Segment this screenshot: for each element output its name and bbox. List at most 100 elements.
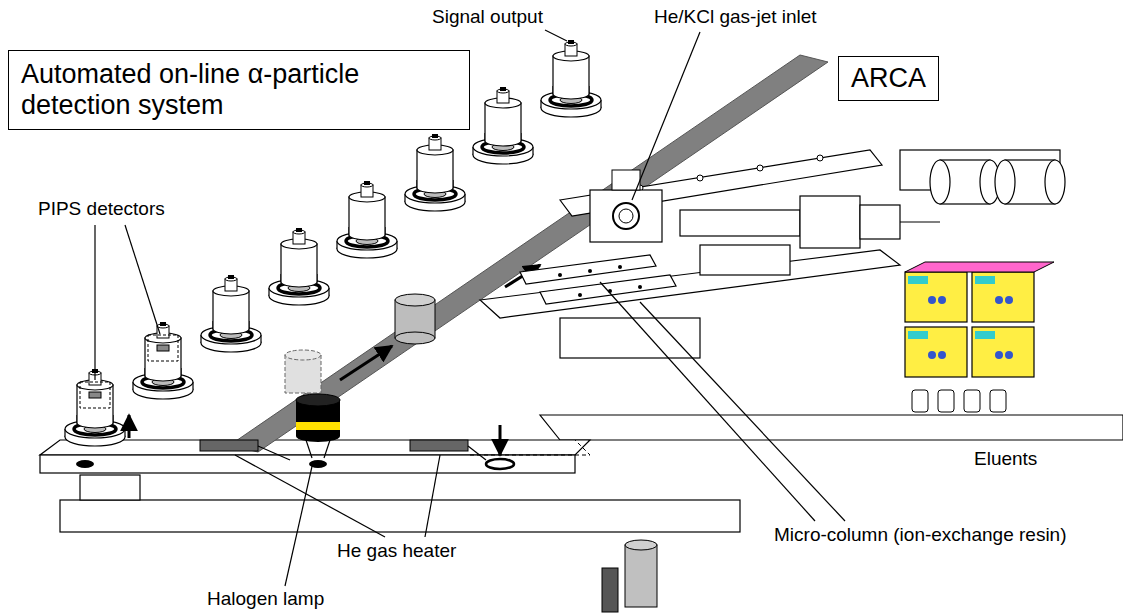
leader-lines [285, 462, 313, 586]
arca-apparatus [757, 165, 763, 171]
leader-lines [632, 32, 700, 200]
eluent-bottles [990, 390, 1006, 412]
leader-lines [235, 455, 385, 537]
eluent-pumps [905, 327, 967, 377]
arca-apparatus [860, 205, 900, 239]
he-gas-heater [258, 446, 290, 460]
eluent-pumps [995, 296, 1003, 304]
he-gas-heater [200, 440, 486, 460]
base-rail [80, 475, 140, 500]
arca-apparatus [800, 196, 860, 248]
arca-apparatus [540, 275, 676, 304]
leader-lines [640, 302, 845, 521]
detector-platform [40, 440, 590, 455]
arca-apparatus [590, 190, 662, 242]
pips-detector-stacks [473, 87, 533, 164]
detector-platform [486, 459, 514, 469]
pips-detector-stacks [541, 40, 601, 117]
arca-apparatus [619, 209, 633, 223]
waste-vessels [625, 545, 657, 607]
pips-detector-stacks [80, 382, 110, 408]
arca-apparatus [612, 170, 640, 190]
waste-vessels [602, 540, 657, 612]
eluent-bottles [912, 390, 1006, 412]
arca-apparatus [638, 285, 642, 289]
motion-arrows [340, 346, 392, 380]
arca-apparatus [613, 203, 639, 229]
heater-label: He gas heater [335, 540, 458, 562]
eluent-pumps [975, 276, 995, 284]
arca-apparatus [558, 273, 562, 277]
leader-lines [425, 455, 440, 537]
signal-output-label: Signal output [430, 6, 545, 28]
eluent-bottles [964, 390, 980, 412]
base-rail [60, 475, 740, 532]
eluent-pumps [995, 351, 1003, 359]
eluent-pumps [1005, 296, 1013, 304]
he-gas-heater [200, 440, 258, 451]
arca-box: ARCA [838, 56, 939, 101]
pump-rollers [930, 160, 950, 204]
sample-holders [395, 294, 435, 306]
arca-apparatus [700, 245, 790, 275]
eluent-pumps [972, 272, 1034, 322]
detector-platform [76, 460, 94, 468]
eluent-pumps [928, 351, 936, 359]
eluents-label: Eluents [972, 448, 1039, 470]
eluent-bottles [938, 390, 954, 412]
arca-apparatus [618, 265, 622, 269]
motion-arrows [128, 415, 131, 438]
arca-apparatus [560, 318, 700, 358]
leader-lines [94, 225, 95, 380]
sample-holders [285, 350, 321, 360]
pips-detector-stacks [201, 275, 261, 352]
pips-detector-stacks [157, 345, 169, 351]
pips-detector-stacks [337, 181, 397, 258]
leader-lines [545, 30, 567, 41]
eluent-pumps [938, 351, 946, 359]
pips-label: PIPS detectors [36, 198, 167, 220]
motion-arrows [499, 425, 502, 455]
eluent-pumps [975, 331, 995, 339]
leader-lines [600, 282, 815, 521]
arca-apparatus [680, 210, 800, 236]
system-title-box: Automated on-line α-particle detection s… [8, 50, 470, 130]
detector-platform [470, 440, 590, 455]
halogen-lamp [296, 430, 340, 442]
he-gas-heater [410, 440, 468, 451]
pips-detector-stacks [89, 392, 101, 398]
box-text: Automated on-line α-particle detection s… [21, 59, 457, 121]
pump-rollers [930, 160, 1065, 204]
eluent-pumps [928, 296, 936, 304]
sample-holders [285, 294, 435, 393]
pips-detector-stacks [65, 369, 125, 446]
floor-plate [540, 415, 1123, 440]
eluent-bottles [912, 390, 928, 412]
eluent-pumps [905, 262, 1054, 272]
micro-column-label: Micro-column (ion-exchange resin) [772, 524, 1069, 546]
arca-apparatus [578, 293, 582, 297]
arca-apparatus [588, 269, 592, 273]
waste-vessels [625, 540, 657, 550]
eluent-pumps [905, 262, 1054, 377]
leader-lines [125, 225, 160, 334]
arca-apparatus [480, 250, 900, 318]
pips-detector-stacks [269, 228, 329, 305]
pips-detector-stacks [148, 335, 178, 361]
gas-inlet-label: He/KCl gas-jet inlet [652, 6, 819, 28]
floor-plate [540, 415, 1123, 440]
sample-holders [285, 355, 321, 393]
pips-detector-stacks [405, 134, 465, 211]
eluent-pumps [938, 296, 946, 304]
eluent-pumps [905, 272, 967, 322]
eluent-pumps [908, 276, 928, 284]
arca-apparatus [900, 221, 940, 222]
pump-rollers [1045, 160, 1065, 204]
eluent-pumps [972, 327, 1034, 377]
he-gas-heater [468, 446, 486, 460]
arca-apparatus [697, 175, 703, 181]
pips-detector-stacks [133, 322, 193, 399]
motion-arrows [129, 265, 540, 455]
sample-holders [395, 332, 435, 344]
